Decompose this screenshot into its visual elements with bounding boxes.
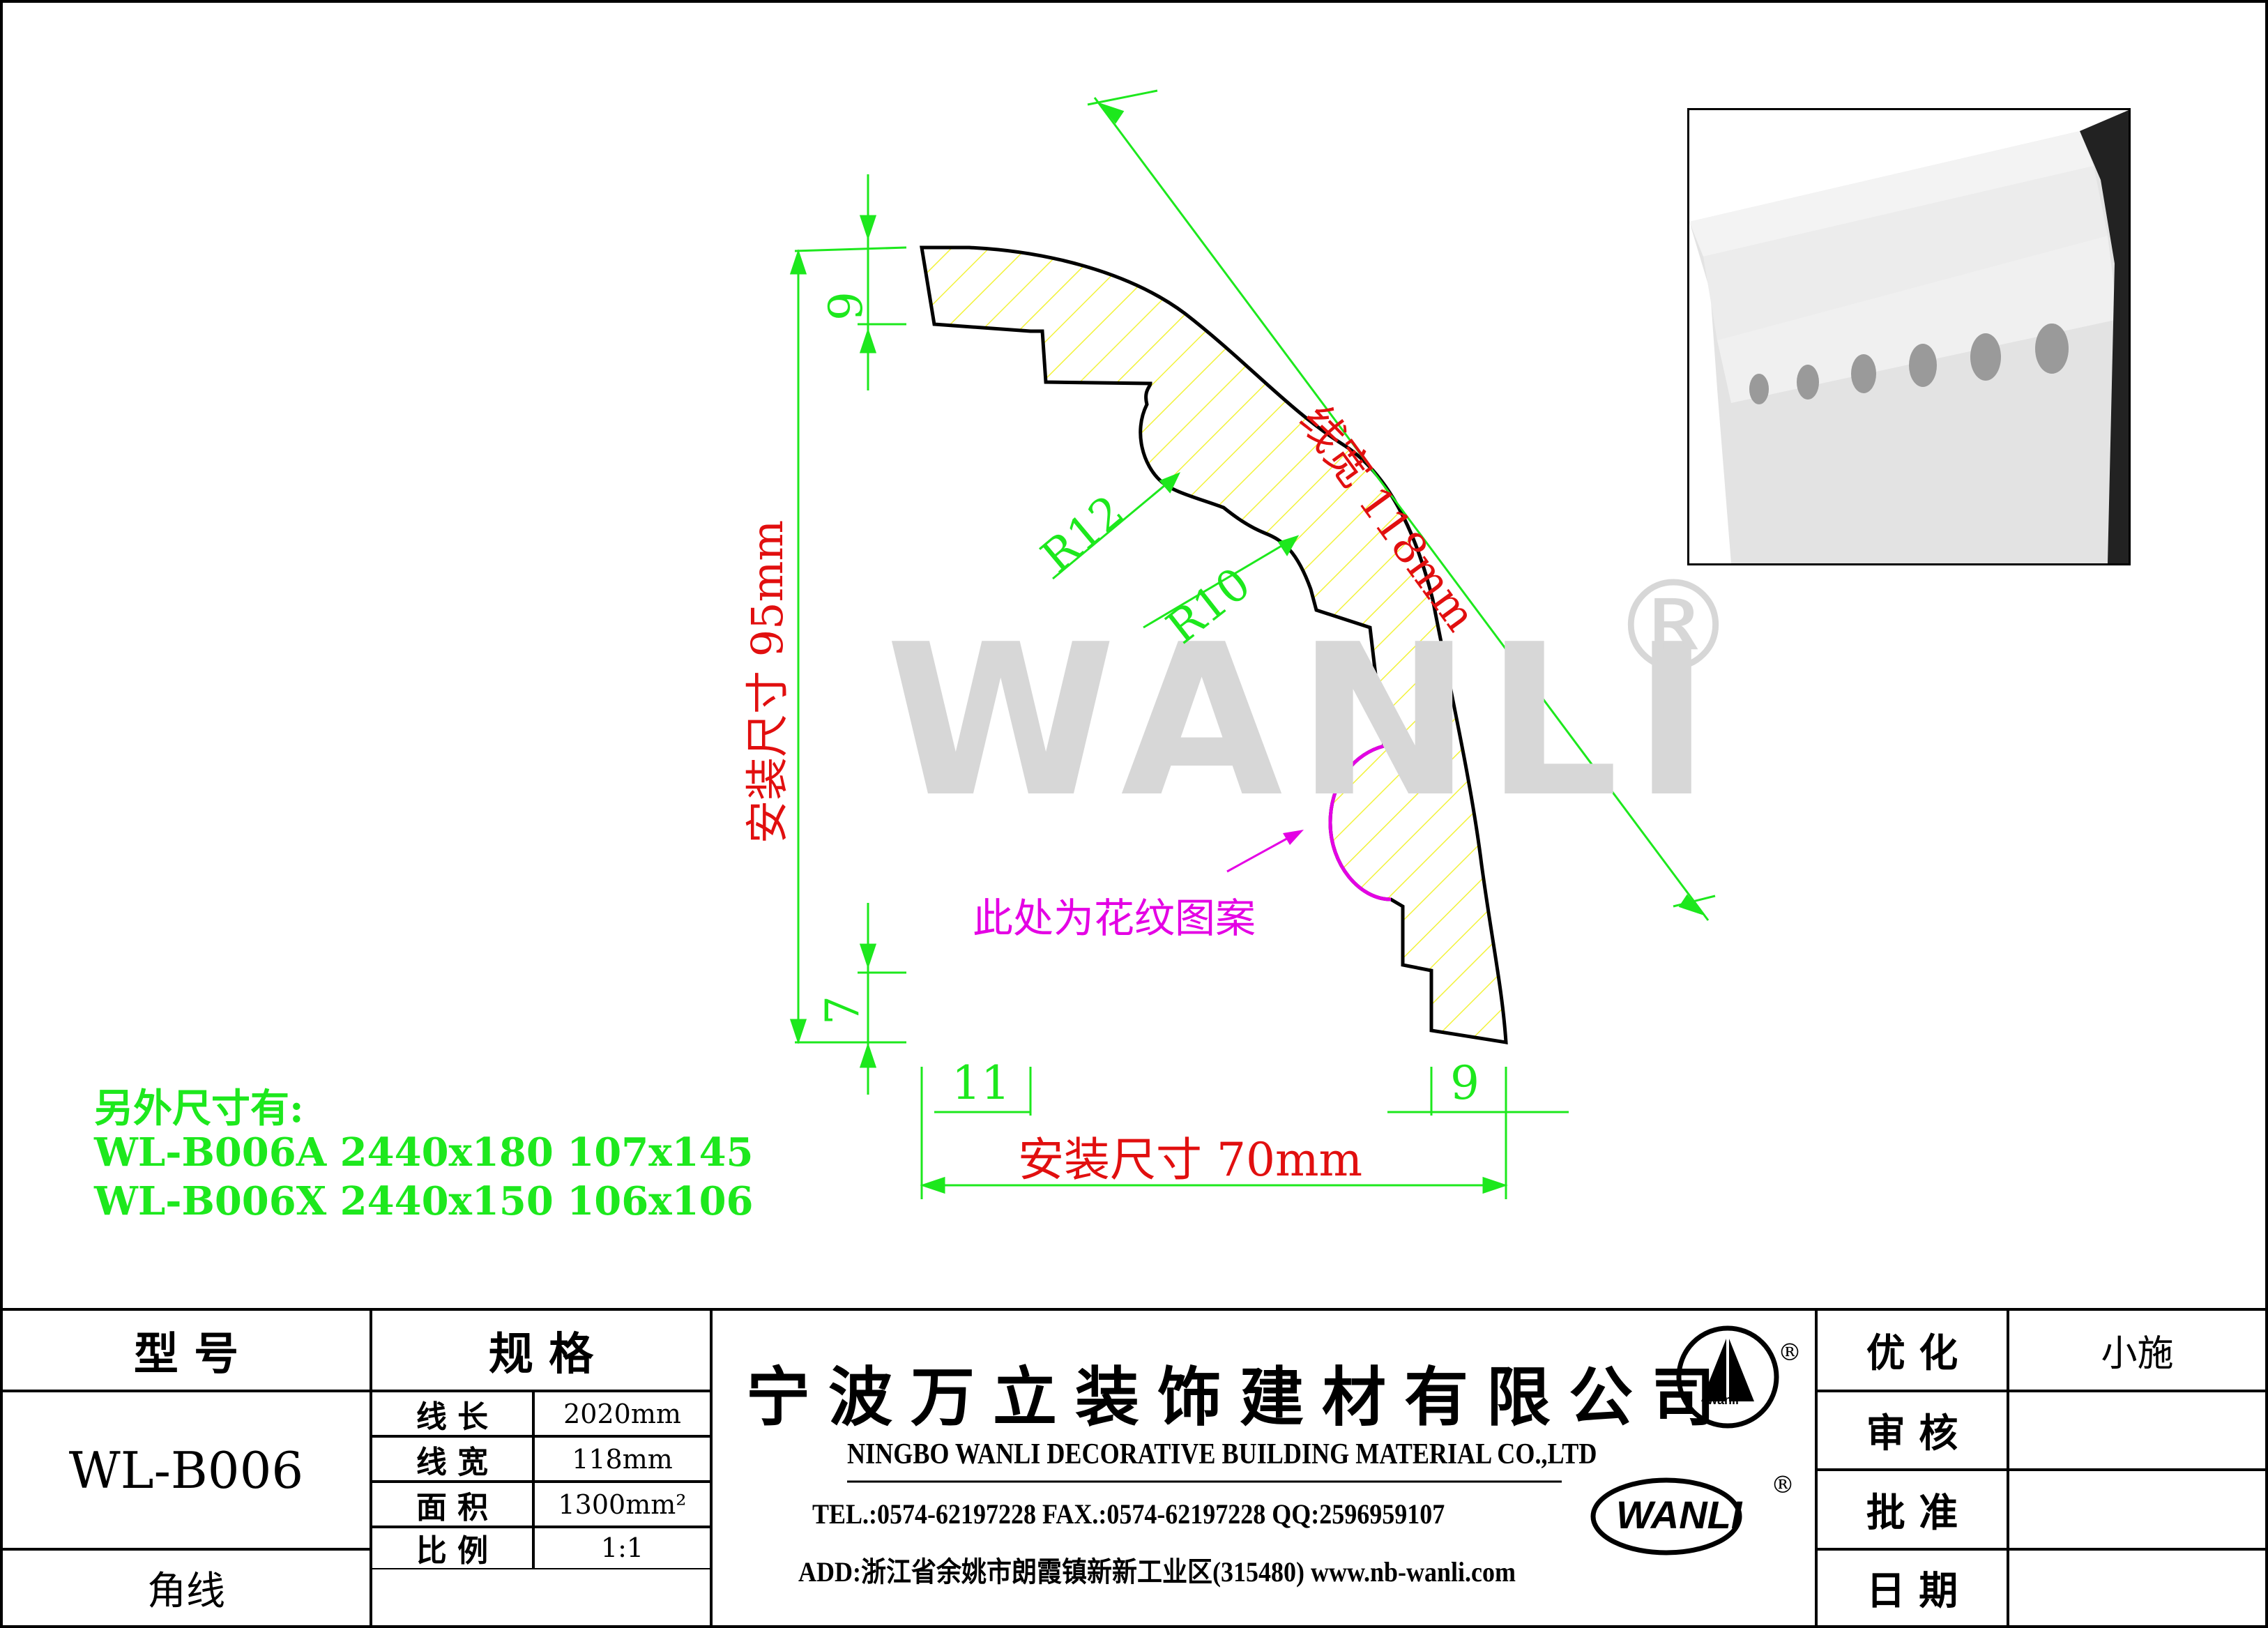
height-label: 安装尺寸 95mm bbox=[742, 519, 793, 844]
dim-bottom: 7 bbox=[816, 996, 869, 1025]
spec-value-length: 2020mm bbox=[563, 1398, 681, 1429]
oval-logo-reg: ® bbox=[1771, 1471, 1795, 1499]
company-address: ADD:浙江省余姚市朗霞镇新新工业区(315480) www.nb-wanli.… bbox=[798, 1556, 1516, 1588]
approval-label-optimize: 优 化 bbox=[1866, 1330, 1958, 1376]
dim-left: 11 bbox=[952, 1056, 1010, 1110]
company-name-cn: 宁波万立装饰建材有限公司 bbox=[746, 1360, 1734, 1435]
watermark-text: WANLI bbox=[885, 600, 1725, 843]
spec-value-width: 118mm bbox=[572, 1443, 673, 1475]
dim-top: 9 bbox=[819, 291, 873, 321]
spec-value-area: 1300mm² bbox=[558, 1489, 687, 1520]
approval-label-review: 审 核 bbox=[1866, 1410, 1958, 1456]
approval-label-date: 日 期 bbox=[1866, 1568, 1958, 1614]
model-header: 型 号 bbox=[133, 1327, 239, 1380]
title-block-grid bbox=[1, 1308, 2267, 1627]
watermark-registered: ® bbox=[1611, 554, 1736, 700]
spec-label-width: 线 宽 bbox=[416, 1444, 489, 1480]
spec-header: 规 格 bbox=[488, 1327, 594, 1380]
approval-value-review bbox=[2008, 1391, 2267, 1470]
moulding-profile bbox=[920, 245, 1508, 1044]
product-photo bbox=[1687, 108, 2131, 565]
spec-label-length: 线 长 bbox=[416, 1399, 489, 1435]
r10-leader bbox=[1143, 535, 1297, 629]
company-name-en: NINGBO WANLI DECORATIVE BUILDING MATERIA… bbox=[847, 1438, 1597, 1470]
spec-label-area: 面 积 bbox=[416, 1489, 489, 1526]
product-category: 角线 bbox=[147, 1569, 225, 1614]
pattern-note: 此处为花纹图案 bbox=[973, 895, 1256, 942]
pattern-arc bbox=[1328, 744, 1392, 902]
dim-right: 9 bbox=[1450, 1056, 1479, 1110]
model-number: WL-B006 bbox=[68, 1440, 304, 1500]
approval-label-approve: 批 准 bbox=[1866, 1489, 1958, 1536]
spec-label-scale: 比 例 bbox=[416, 1533, 489, 1569]
wanli-oval-logo bbox=[1590, 1477, 1742, 1555]
company-contact: TEL.:0574-62197228 FAX.:0574-62197228 QQ… bbox=[812, 1498, 1445, 1530]
emblem-reg: ® bbox=[1778, 1339, 1802, 1367]
other-size-x: WL-B006X 2440x150 106x106 bbox=[94, 1178, 754, 1224]
company-emblem bbox=[1676, 1325, 1779, 1429]
approval-value-optimize: 小施 bbox=[2101, 1333, 2174, 1375]
other-size-a: WL-B006A 2440x180 107x145 bbox=[94, 1129, 754, 1176]
other-sizes-heading: 另外尺寸有: bbox=[94, 1086, 304, 1132]
spec-value-scale: 1:1 bbox=[600, 1532, 644, 1563]
bottom-width-label: 安装尺寸 70mm bbox=[1018, 1133, 1363, 1187]
oval-logo-text: WANLI bbox=[1616, 1493, 1742, 1537]
r12-leader bbox=[1052, 473, 1179, 580]
approval-value-approve bbox=[2008, 1470, 2267, 1549]
approval-value-date bbox=[2008, 1549, 2267, 1627]
emblem-text: wanli bbox=[1707, 1393, 1740, 1407]
width-dim-line bbox=[1093, 97, 1710, 921]
